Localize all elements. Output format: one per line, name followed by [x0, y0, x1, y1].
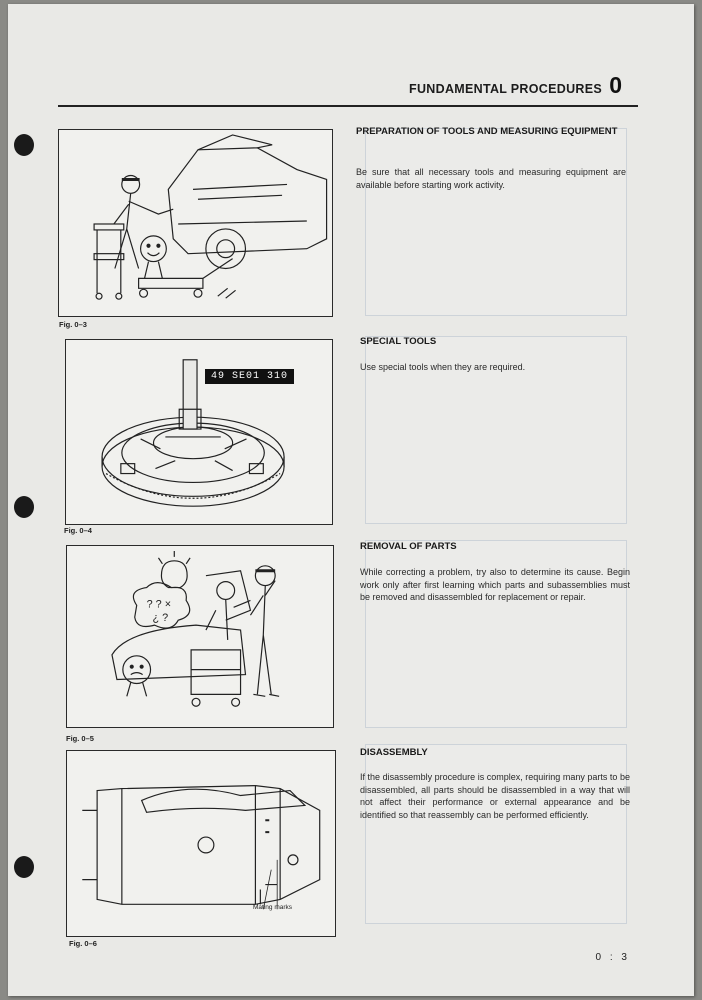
section-body: If the disassembly procedure is complex,… — [360, 772, 630, 820]
svg-text:¿ ?: ¿ ? — [153, 612, 169, 624]
figure-caption: Fig. 0–6 — [69, 939, 97, 948]
section-body: Use special tools when they are required… — [360, 362, 526, 372]
special-tool-part-number: 49 SE01 310 — [205, 369, 295, 384]
bleed-through-figure — [365, 128, 627, 316]
figure-mating-marks — [66, 750, 336, 937]
punch-hole — [14, 856, 34, 878]
bleed-through-figure — [365, 744, 627, 924]
page-number: 0 : 3 — [595, 952, 630, 963]
section-title: SPECIAL TOOLS — [360, 336, 437, 347]
figure-caption: Fig. 0–5 — [66, 734, 94, 743]
section-title: PREPARATION OF TOOLS AND MEASURING EQUIP… — [356, 126, 618, 137]
section-title: REMOVAL OF PARTS — [360, 541, 457, 552]
chapter-number: 0 — [609, 72, 622, 98]
page-title: FUNDAMENTAL PROCEDURES — [409, 82, 602, 96]
figure-removal-illustration: ? ? × ¿ ? — [66, 545, 334, 728]
svg-text:? ? ×: ? ? × — [147, 598, 171, 610]
manual-page: FUNDAMENTAL PROCEDURES 0 — [8, 4, 694, 996]
mating-marks-label: Mating marks — [253, 904, 293, 911]
bleed-through-figure — [365, 336, 627, 524]
header-divider — [58, 105, 638, 107]
punch-hole — [14, 134, 34, 156]
figure-tools-illustration — [58, 129, 333, 317]
bleed-through-figure — [365, 540, 627, 728]
punch-hole — [14, 496, 34, 518]
figure-caption: Fig. 0–4 — [64, 526, 92, 535]
section-body: Be sure that all necessary tools and mea… — [356, 167, 626, 190]
figure-caption: Fig. 0–3 — [59, 320, 87, 329]
figure-special-tool — [65, 339, 333, 525]
section-body: While correcting a problem, try also to … — [360, 567, 630, 602]
section-title: DISASSEMBLY — [360, 747, 428, 758]
